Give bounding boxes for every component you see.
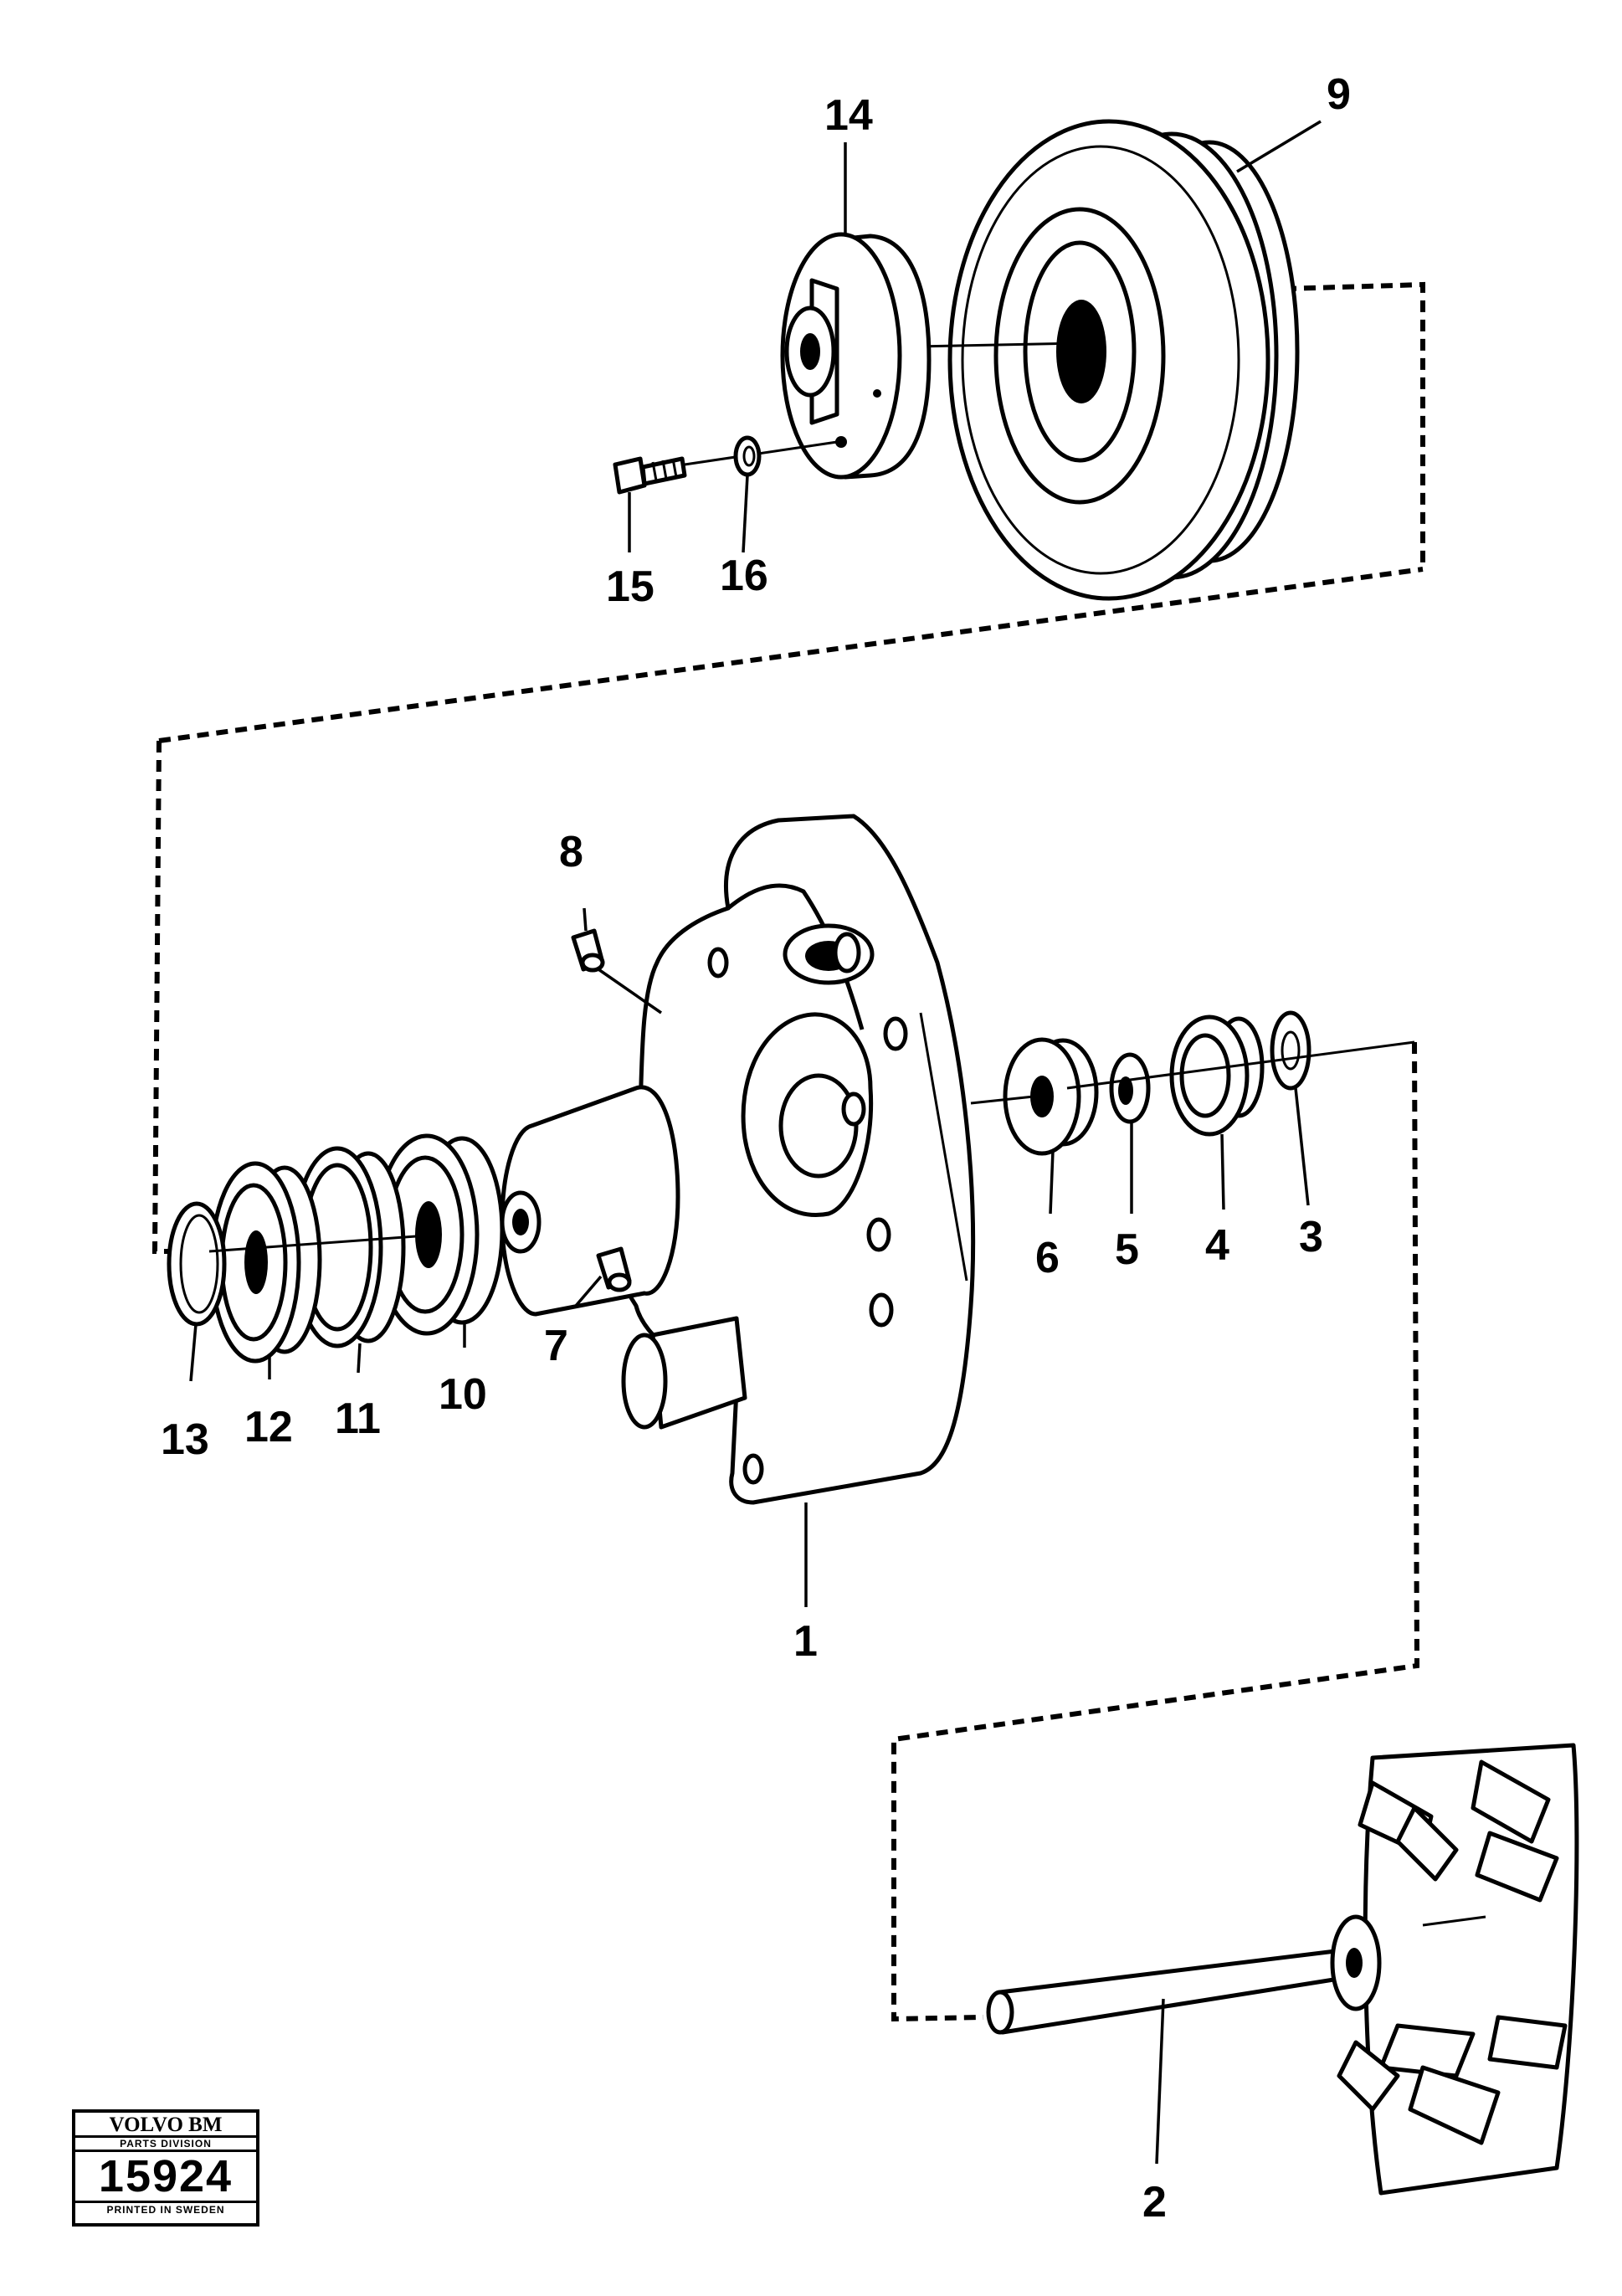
volvo-bm-parts-stamp: VOLVO BM PARTS DIVISION 15924 PRINTED IN… — [72, 2109, 259, 2227]
callout-9: 9 — [1327, 70, 1351, 119]
callout-3: 3 — [1299, 1213, 1323, 1261]
callout-11: 11 — [335, 1395, 381, 1443]
assembly-dash-lines — [151, 281, 1425, 2022]
callout-15: 15 — [606, 562, 654, 611]
callout-8: 8 — [559, 828, 583, 876]
callout-10: 10 — [439, 1370, 487, 1419]
stamp-brand: VOLVO BM — [75, 2113, 256, 2138]
leader-lines — [189, 120, 1322, 2165]
stamp-number: 15924 — [75, 2150, 256, 2203]
callout-6: 6 — [1035, 1234, 1060, 1282]
callout-14: 14 — [824, 91, 873, 140]
callout-7: 7 — [544, 1322, 568, 1370]
part-1-pump-housing — [500, 814, 976, 1505]
callout-13: 13 — [161, 1415, 209, 1464]
callout-2: 2 — [1142, 2178, 1167, 2227]
stamp-division: PARTS DIVISION — [120, 2138, 212, 2150]
callout-1: 1 — [793, 1617, 818, 1666]
part-2-impeller — [986, 1743, 1579, 2196]
part-5-seal — [1109, 1052, 1151, 1124]
part-6-bearing — [970, 1037, 1099, 1156]
part-16-washer — [733, 435, 762, 477]
part-8-plug — [571, 928, 605, 973]
part-12-bearing — [209, 1161, 322, 1364]
callout-4: 4 — [1205, 1221, 1229, 1270]
part-7-plug — [596, 1246, 632, 1292]
callout-5: 5 — [1115, 1225, 1139, 1274]
part-13-circlip — [167, 1201, 440, 1327]
part-11-ring — [291, 1146, 406, 1348]
part-4-seal-housing — [1169, 1014, 1265, 1137]
part-9-pulley — [874, 119, 1300, 601]
stamp-printed: PRINTED IN SWEDEN — [106, 2204, 225, 2216]
callout-12: 12 — [244, 1403, 293, 1451]
part-14-hub — [780, 232, 932, 480]
part-3-washer — [1066, 1010, 1415, 1091]
callout-16: 16 — [720, 552, 768, 600]
